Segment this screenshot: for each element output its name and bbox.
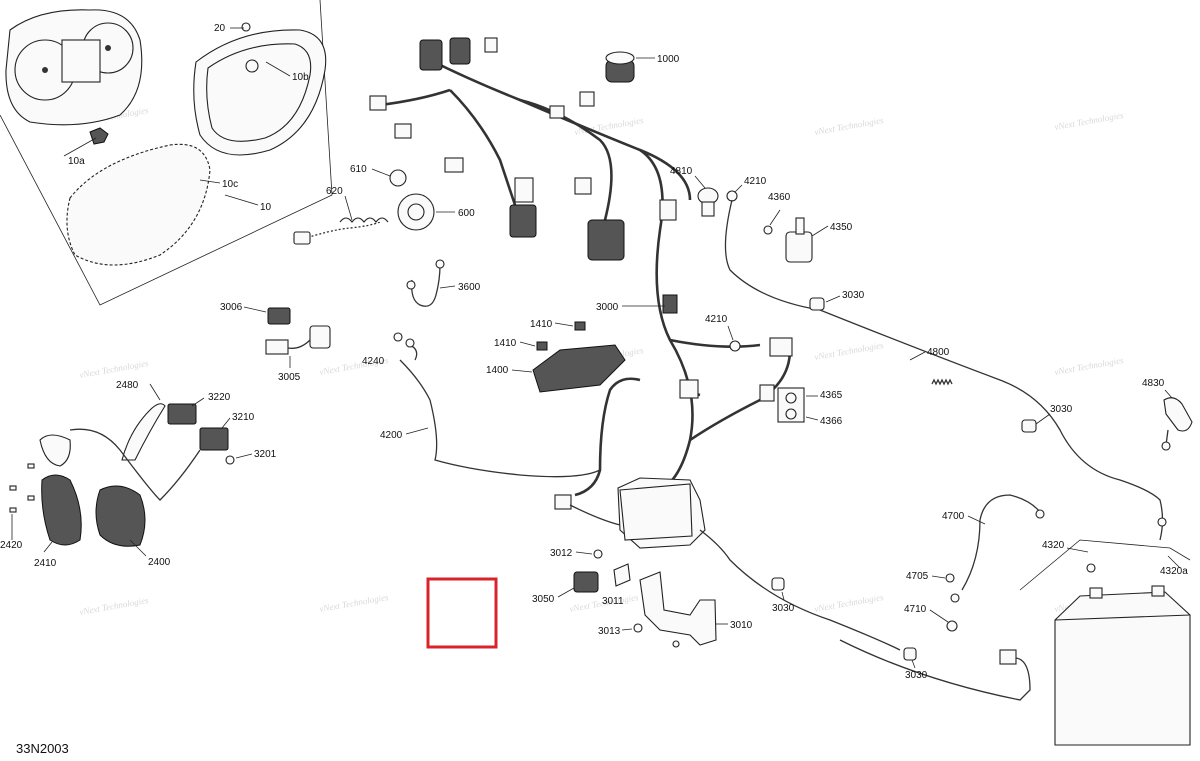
watermark: vNext Technologies: [79, 358, 150, 380]
callout-3600: 3600: [458, 282, 481, 293]
callout-3220: 3220: [208, 392, 231, 403]
watermark: vNext Technologies: [814, 592, 885, 614]
wire-4800: [724, 199, 1193, 541]
callout-4360: 4360: [768, 192, 791, 203]
power-outlet-group: [293, 168, 455, 245]
clamp-3030-b: [1021, 419, 1037, 433]
callout-2410: 2410: [34, 558, 57, 569]
callout-1400: 1400: [486, 365, 509, 376]
callout-3030-b: 3030: [1050, 404, 1073, 415]
diagram-number: 33N2003: [16, 741, 69, 756]
clip-10a: [89, 127, 109, 145]
callout-4365: 4365: [820, 390, 843, 401]
nut-4210: [726, 190, 738, 202]
callout-610: 610: [350, 164, 367, 175]
callout-3210: 3210: [232, 412, 255, 423]
screws-2420: [9, 463, 35, 513]
callout-1000: 1000: [657, 54, 680, 65]
connector-3030: [999, 649, 1017, 665]
switch-housing-2400: [95, 485, 146, 547]
regulator-group: [511, 321, 626, 393]
callout-3030-c: 3030: [772, 603, 795, 614]
screw-4360: [763, 225, 773, 235]
bracket-3010: [639, 571, 717, 646]
callout-3030-d: 3030: [905, 670, 928, 681]
watermark: vNext Technologies: [79, 595, 150, 617]
washer-4710: [946, 620, 958, 632]
callout-3201: 3201: [254, 449, 277, 460]
sensor-group: [694, 175, 829, 263]
clamp-3030-a: [809, 297, 825, 311]
callout-10a: 10a: [68, 156, 85, 167]
watermark: vNext Technologies: [814, 115, 885, 137]
watermark: vNext Technologies: [319, 592, 390, 614]
callout-3005: 3005: [278, 372, 301, 383]
relay-3050: [573, 571, 599, 593]
clamps-3030: [771, 577, 917, 669]
callout-3006: 3006: [220, 302, 243, 313]
callout-3000: 3000: [596, 302, 619, 313]
callout-20: 20: [214, 23, 226, 34]
callout-4710: 4710: [904, 604, 927, 615]
callout-1410-a: 1410: [530, 319, 553, 330]
callout-4800: 4800: [927, 347, 950, 358]
watermark: vNext Technologies: [1054, 110, 1125, 132]
callout-4810: 4810: [670, 166, 693, 177]
callout-labels: 20 10b 10a 10c 10 1000 610 620 600 4810 …: [0, 23, 1188, 681]
callout-620: 620: [326, 186, 343, 197]
callout-2400: 2400: [148, 557, 171, 568]
callout-4350: 4350: [830, 222, 853, 233]
callout-3013: 3013: [598, 626, 621, 637]
handlebar-group: [9, 383, 253, 557]
cable-4200: [399, 338, 601, 478]
fastener-group: [727, 325, 819, 423]
nut-20: [241, 22, 251, 32]
switch-housing-2410: [41, 474, 82, 546]
callout-3012: 3012: [550, 548, 573, 559]
callout-3010: 3010: [730, 620, 753, 631]
callout-3050: 3050: [532, 594, 555, 605]
highlight-box: [426, 577, 498, 649]
callout-10b: 10b: [292, 72, 309, 83]
callout-2420: 2420: [0, 540, 23, 551]
callout-4366: 4366: [820, 416, 843, 427]
watermark: vNext Technologies: [1054, 355, 1125, 377]
bolt-4705: [945, 573, 955, 583]
callout-1410-b: 1410: [494, 338, 517, 349]
callout-4830: 4830: [1142, 378, 1165, 389]
ground-cable-3600: [406, 259, 456, 307]
regulator-1400: [532, 344, 626, 393]
callout-4210: 4210: [744, 176, 767, 187]
callout-600: 600: [458, 208, 475, 219]
switch-3006: [267, 307, 291, 325]
watermark: vNext Technologies: [814, 340, 885, 362]
sensor-4350: [785, 231, 813, 263]
callout-4705: 4705: [906, 571, 929, 582]
callout-10: 10: [260, 202, 272, 213]
battery-group: [839, 494, 1191, 746]
callout-4210-b: 4210: [705, 314, 728, 325]
tube-2480: [121, 403, 166, 461]
callout-4320a: 4320a: [1160, 566, 1188, 577]
callout-4700: 4700: [942, 511, 965, 522]
battery: [1054, 585, 1191, 746]
lens-10c: [66, 143, 211, 266]
main-harness: [369, 37, 793, 497]
callout-4240: 4240: [362, 356, 385, 367]
gauge-cluster-group: [0, 0, 333, 306]
callout-4200: 4200: [380, 430, 403, 441]
callout-3011: 3011: [602, 596, 624, 607]
boot-4830: [1163, 397, 1193, 432]
fuse-box: [554, 477, 901, 651]
callout-3030-a: 3030: [842, 290, 865, 301]
ignition-switch-1000: [605, 51, 655, 83]
nut-610: [389, 169, 407, 187]
switch-group: [243, 306, 403, 368]
callout-2480: 2480: [116, 380, 139, 391]
callout-10c: 10c: [222, 179, 238, 190]
callout-4320: 4320: [1042, 540, 1065, 551]
bracket-group: [557, 549, 728, 648]
